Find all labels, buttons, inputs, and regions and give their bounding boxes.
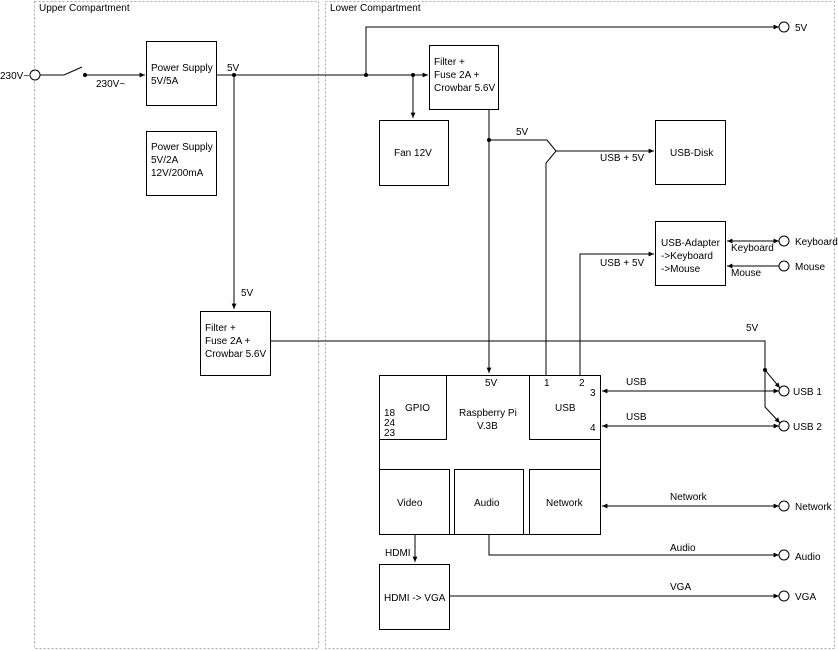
vga-wire-label: VGA — [670, 582, 691, 593]
fan-label: Fan 12V — [394, 148, 432, 159]
power-supply-main-line2: 5V/5A — [151, 76, 179, 87]
power-supply-main: Power Supply 5V/5A — [146, 41, 217, 106]
usb-adapter: USB-Adapter ->Keyboard ->Mouse — [655, 221, 726, 286]
port-5v-out-label: 5V — [795, 23, 808, 34]
raspberry-pi-5v-label: 5V — [485, 378, 498, 389]
usb-disk: USB-Disk — [655, 120, 726, 185]
usb1-to-disk-wire — [545, 150, 557, 375]
port-5v-out: 5V — [778, 21, 808, 34]
power-supply-aux: Power Supply 5V/2A 12V/200mA — [146, 131, 217, 196]
raspberry-pi-line2: V.3B — [477, 421, 498, 432]
hdmi-wire-label: HDMI — [385, 548, 411, 559]
usb-block: USB 1 2 3 4 — [529, 375, 601, 440]
usb-adapter-line1: USB-Adapter — [661, 238, 721, 249]
port-usb2: USB 2 — [778, 420, 822, 433]
port-usb2-label: USB 2 — [793, 422, 822, 433]
usb4-wire-label: USB — [626, 412, 647, 423]
usb-port-3-label: 3 — [590, 388, 596, 399]
filter-top-line1: Filter + — [434, 57, 465, 68]
port-mains-label: 230V~ — [0, 71, 29, 82]
port-vga: VGA — [778, 590, 816, 603]
gpio-label: GPIO — [405, 403, 430, 414]
port-audio: Audio — [778, 549, 821, 563]
port-mouse-label: Mouse — [795, 262, 825, 273]
usb-adapter-line2: ->Keyboard — [661, 251, 713, 262]
audio-wire — [488, 535, 779, 558]
filter-fuse-crowbar-top: Filter + Fuse 2A + Crowbar 5.6V — [429, 45, 499, 110]
filter-top-line2: Fuse 2A + — [434, 70, 479, 81]
gpio-pin-24: 24 — [384, 418, 396, 429]
power-supply-aux-line1: Power Supply — [151, 142, 213, 153]
to-bottom-filter-label: 5V — [241, 288, 254, 299]
filter-top-line3: Crowbar 5.6V — [434, 83, 495, 94]
port-network-label: Network — [795, 502, 833, 513]
filter-bottom-line1: Filter + — [205, 323, 236, 334]
gpio-block: GPIO 18 24 23 — [379, 375, 447, 440]
usb-port-4-label: 4 — [590, 423, 596, 434]
adapter-usb-5v-label: USB + 5V — [600, 258, 645, 269]
port-mouse: Mouse — [778, 260, 825, 273]
external-5v-wire — [365, 24, 779, 75]
mouse-wire-label: Mouse — [731, 268, 761, 279]
gpio-pin-23: 23 — [384, 428, 396, 439]
bottom-filter-5v-wire — [271, 340, 781, 389]
network-label: Network — [546, 498, 584, 509]
filter-bottom-line2: Fuse 2A + — [205, 336, 250, 347]
disk-usb-5v-label: USB + 5V — [600, 153, 645, 164]
power-supply-aux-line2: 5V/2A — [151, 155, 179, 166]
usb-port-2-label: 2 — [579, 378, 585, 389]
port-keyboard: Keyboard — [778, 235, 838, 248]
port-mains: 230V~ — [0, 69, 41, 82]
filter-fuse-crowbar-bottom: Filter + Fuse 2A + Crowbar 5.6V — [200, 311, 271, 376]
power-supply-main-line1: Power Supply — [151, 63, 213, 74]
keyboard-wire-label: Keyboard — [731, 243, 774, 254]
disk-5v-label: 5V — [516, 127, 529, 138]
video-block: Video — [379, 469, 450, 535]
usb-adapter-line3: ->Mouse — [661, 264, 701, 275]
usb-port-1-label: 1 — [544, 378, 550, 389]
power-supply-aux-line3: 12V/200mA — [151, 168, 204, 179]
port-vga-label: VGA — [795, 592, 816, 603]
upper-compartment — [34, 1, 319, 649]
fan-12v: Fan 12V — [379, 120, 449, 186]
filter-bottom-line3: Crowbar 5.6V — [205, 349, 266, 360]
raspberry-pi-line1: Raspberry Pi — [459, 408, 517, 419]
audio-block: Audio — [454, 469, 524, 535]
lower-compartment — [325, 1, 835, 649]
video-label: Video — [397, 498, 423, 509]
audio-label: Audio — [474, 498, 500, 509]
port-keyboard-label: Keyboard — [795, 237, 838, 248]
switch-contact — [83, 73, 87, 77]
hdmi-to-vga-label: HDMI -> VGA — [384, 593, 446, 604]
psu-5v-label: 5V — [227, 63, 240, 74]
audio-wire-label: Audio — [670, 543, 696, 554]
gpio-pin-18: 18 — [384, 408, 396, 419]
hdmi-to-vga: HDMI -> VGA — [379, 564, 450, 630]
usb2-5v-branch — [764, 370, 781, 424]
bottom-filter-5v-label: 5V — [746, 323, 759, 334]
usb-label: USB — [555, 403, 576, 414]
port-network: Network — [778, 500, 833, 513]
disk-5v-wire — [489, 139, 654, 154]
network-block: Network — [529, 469, 601, 535]
lower-compartment-label: Lower Compartment — [330, 3, 421, 14]
upper-compartment-label: Upper Compartment — [39, 3, 130, 14]
port-audio-label: Audio — [795, 552, 821, 563]
mains-wire — [40, 66, 145, 75]
after-switch-label: 230V~ — [96, 79, 125, 90]
network-wire-label: Network — [670, 492, 708, 503]
usb2-to-adapter-wire — [579, 251, 654, 375]
usb3-wire-label: USB — [626, 377, 647, 388]
port-usb1-label: USB 1 — [793, 387, 822, 398]
port-usb1: USB 1 — [778, 385, 822, 398]
usb-disk-label: USB-Disk — [670, 148, 714, 159]
